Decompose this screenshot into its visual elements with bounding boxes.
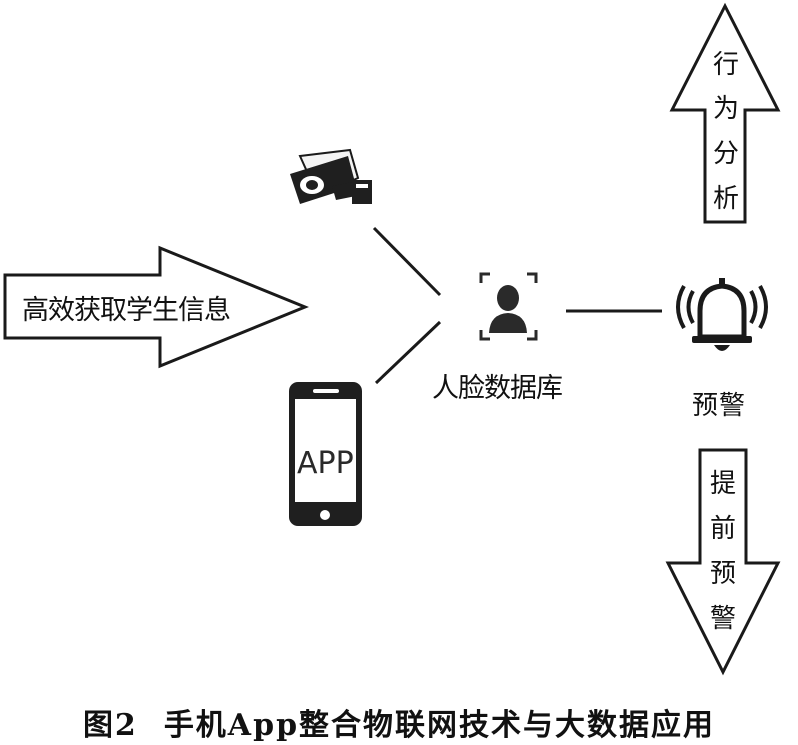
app-label: APP — [297, 446, 354, 481]
up-arrow-char: 析 — [712, 184, 739, 214]
connector-camera-to-db — [372, 226, 442, 297]
down-arrow-shape — [665, 448, 781, 676]
surveillance-camera-icon — [290, 148, 372, 204]
down-arrow-char: 预 — [709, 559, 736, 589]
figure-caption-text: 手机App整合物联网技术与大数据应用 — [163, 708, 716, 743]
figure-number: 图2 — [82, 708, 138, 743]
collect-student-info-label: 高效获取学生信息 — [22, 295, 231, 326]
up-arrow-shape — [669, 2, 781, 224]
down-arrow-char: 提 — [709, 469, 736, 499]
warning-label: 预警 — [692, 391, 747, 421]
up-arrow-char: 为 — [712, 94, 739, 124]
up-arrow-char: 行 — [712, 50, 739, 80]
up-arrow-char: 分 — [712, 139, 739, 169]
figure-caption: 图2 手机App整合物联网技术与大数据应用 — [0, 700, 798, 744]
left-arrow-shape — [3, 245, 309, 369]
down-arrow-char: 警 — [709, 604, 736, 634]
alarm-bell-icon — [676, 278, 768, 351]
face-database-label: 人脸数据库 — [432, 373, 563, 404]
connector-phone-to-db — [374, 320, 442, 385]
face-recognition-icon — [479, 272, 538, 341]
smartphone-icon — [289, 382, 362, 526]
down-arrow-char: 前 — [709, 514, 736, 544]
